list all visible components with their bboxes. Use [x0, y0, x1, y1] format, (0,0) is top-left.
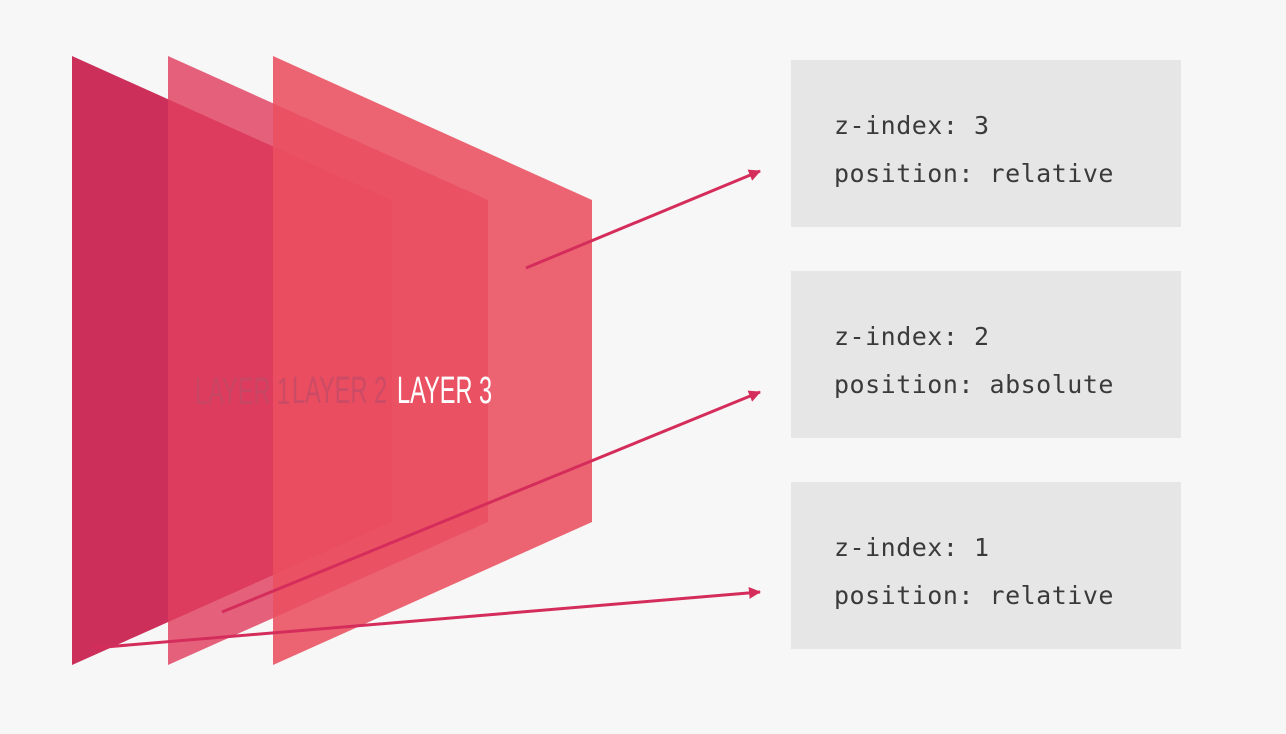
arrow-layer-3: [525, 169, 761, 270]
code-box-layer-3: z-index: 3 position: relative: [791, 60, 1181, 227]
position-line: position: relative: [834, 581, 1114, 610]
z-index-line: z-index: 2: [834, 322, 990, 351]
layer-3-panel: [273, 56, 592, 665]
z-index-line: z-index: 1: [834, 533, 990, 562]
z-index-line: z-index: 3: [834, 111, 990, 140]
code-box-layer-1: z-index: 1 position: relative: [791, 482, 1181, 649]
layer-3-label: LAYER 3: [397, 368, 492, 411]
arrow-layer-2: [221, 390, 761, 614]
position-line: position: relative: [834, 159, 1114, 188]
position-line: position: absolute: [834, 370, 1114, 399]
arrow-layer-1: [92, 586, 761, 650]
layer-2-label: LAYER 2: [292, 368, 387, 411]
layer-1-label: LAYER 1: [195, 369, 290, 412]
code-box-layer-2: z-index: 2 position: absolute: [791, 271, 1181, 438]
